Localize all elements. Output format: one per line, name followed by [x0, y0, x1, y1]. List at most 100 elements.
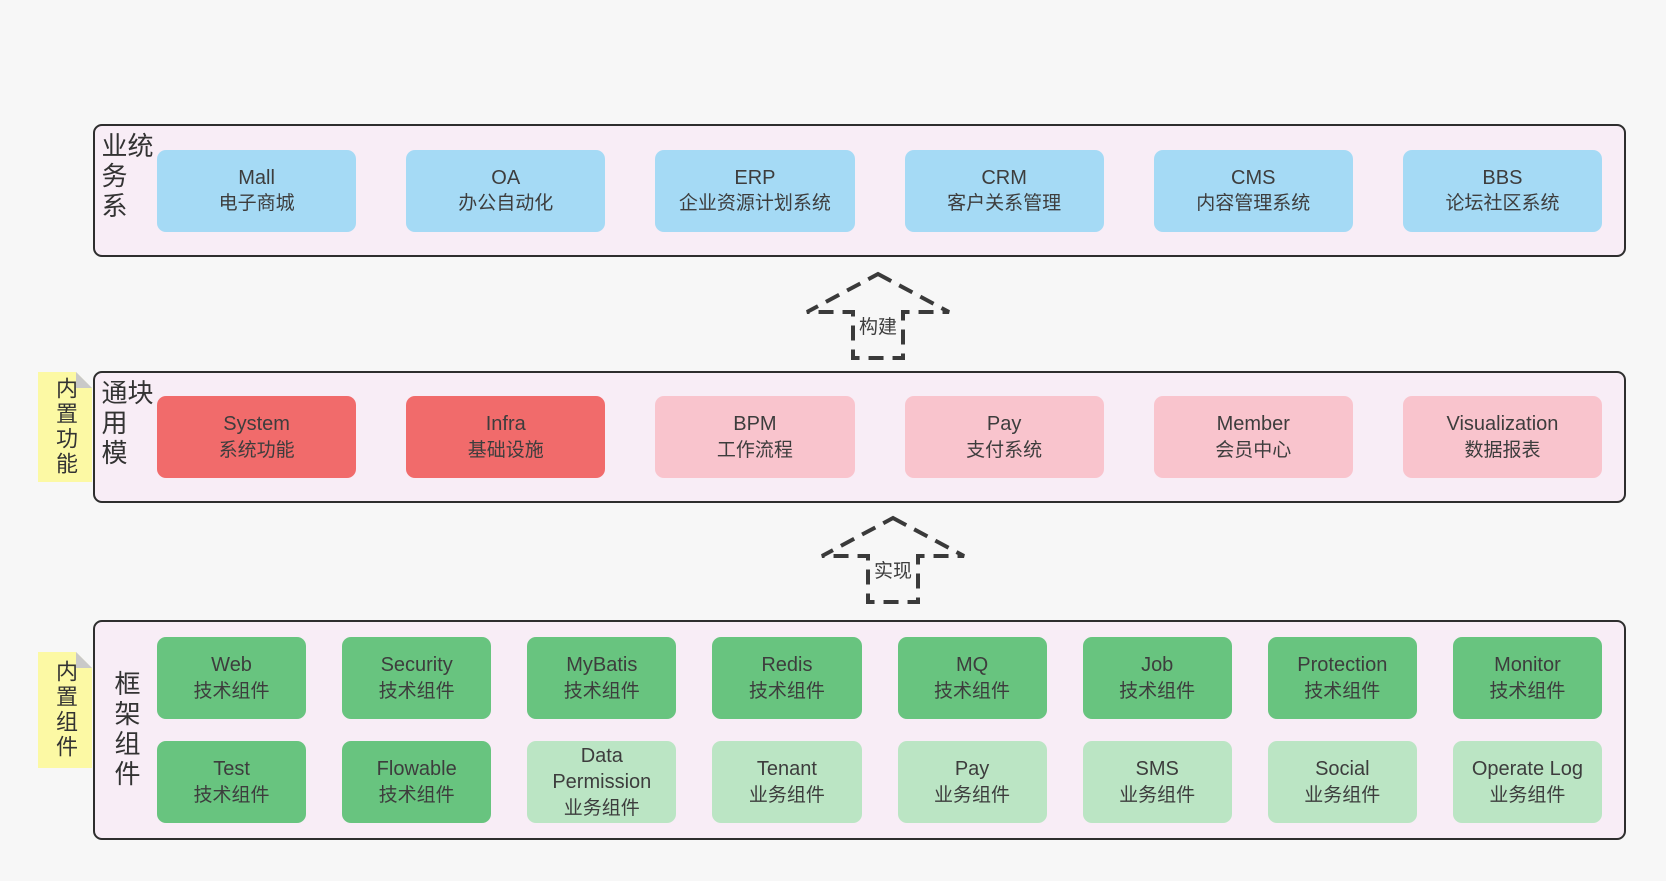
panel-common-modules: 通用模块 System 系统功能 Infra 基础设施 BPM 工作流程 Pay…: [93, 371, 1626, 503]
box-subtitle: 技术组件: [378, 784, 455, 806]
box-subtitle: 技术组件: [378, 680, 455, 702]
box-title: Pay: [954, 758, 990, 781]
box-title: Protection: [1297, 654, 1388, 677]
dashed-up-arrow-implement-icon: 实现: [818, 514, 968, 606]
box-subtitle: 技术组件: [934, 680, 1011, 702]
box-title: MyBatis: [566, 654, 638, 677]
box-sms: SMS 业务组件: [1082, 741, 1232, 823]
box-data-permission: Data Permission 业务组件: [527, 741, 677, 823]
box-cms: CMS 内容管理系统: [1153, 149, 1353, 232]
box-mq: MQ 技术组件: [897, 637, 1047, 719]
box-subtitle: 企业资源计划系统: [678, 193, 831, 215]
box-pay-component: Pay 业务组件: [897, 741, 1047, 823]
box-social: Social 业务组件: [1267, 741, 1417, 823]
panel-framework-components: 框架组件 Web 技术组件 Security 技术组件 MyBatis 技术组件…: [93, 620, 1626, 840]
box-title: System: [223, 413, 290, 436]
box-subtitle: 技术组件: [1489, 680, 1566, 702]
box-title: MQ: [955, 654, 989, 677]
sticky-tab-built-in-features: 内置功能: [38, 372, 92, 482]
folded-corner-icon: [76, 372, 92, 388]
box-title: Mall: [238, 166, 275, 189]
box-title: CRM: [981, 166, 1027, 189]
box-title: BPM: [733, 413, 777, 436]
box-title: Operate Log: [1471, 758, 1584, 781]
folded-corner-icon: [76, 652, 92, 668]
panel-business-systems: 业务系统 Mall 电子商城 OA 办公自动化 ERP 企业资源计划系统 CRM…: [93, 124, 1626, 257]
box-subtitle: 工作流程: [716, 439, 793, 461]
box-title: ERP: [734, 166, 776, 189]
module-boxes: System 系统功能 Infra 基础设施 BPM 工作流程 Pay 支付系统…: [157, 373, 1624, 501]
box-title: Monitor: [1494, 654, 1561, 677]
box-subtitle: 办公自动化: [458, 193, 554, 215]
component-row-technical: Web 技术组件 Security 技术组件 MyBatis 技术组件 Redi…: [157, 637, 1602, 719]
box-subtitle: 技术组件: [193, 784, 270, 806]
tab-label: 内置功能: [53, 377, 78, 477]
box-web: Web 技术组件: [157, 637, 307, 719]
box-title: SMS: [1135, 758, 1179, 781]
box-subtitle: 基础设施: [467, 439, 544, 461]
box-monitor: Monitor 技术组件: [1452, 637, 1602, 719]
box-title: Visualization: [1446, 413, 1559, 436]
box-subtitle: 技术组件: [1304, 680, 1381, 702]
box-job: Job 技术组件: [1082, 637, 1232, 719]
component-rows: Web 技术组件 Security 技术组件 MyBatis 技术组件 Redi…: [157, 622, 1624, 838]
box-oa: OA 办公自动化: [406, 149, 606, 232]
box-visualization: Visualization 数据报表: [1402, 396, 1603, 478]
box-title: BBS: [1482, 166, 1523, 189]
box-title: Infra: [485, 413, 526, 436]
box-subtitle: 会员中心: [1215, 439, 1292, 461]
box-mall: Mall 电子商城: [157, 149, 357, 232]
box-subtitle: 论坛社区系统: [1445, 193, 1560, 215]
box-subtitle: 数据报表: [1464, 439, 1541, 461]
box-subtitle: 业务组件: [1119, 784, 1196, 806]
component-row-business: Test 技术组件 Flowable 技术组件 Data Permission …: [157, 741, 1602, 823]
box-title: Data Permission: [552, 745, 652, 794]
arrow-outline-icon: [806, 271, 950, 360]
tab-label: 内置组件: [53, 660, 78, 760]
sticky-tab-built-in-components: 内置组件: [38, 652, 92, 768]
box-title: Pay: [986, 413, 1022, 436]
box-subtitle: 技术组件: [748, 680, 825, 702]
box-pay: Pay 支付系统: [904, 396, 1104, 478]
box-subtitle: 业务组件: [563, 797, 640, 819]
box-flowable: Flowable 技术组件: [342, 741, 492, 823]
box-tenant: Tenant 业务组件: [712, 741, 862, 823]
box-subtitle: 技术组件: [193, 680, 270, 702]
box-subtitle: 业务组件: [934, 784, 1011, 806]
box-title: OA: [491, 166, 521, 189]
box-subtitle: 系统功能: [218, 439, 295, 461]
box-crm: CRM 客户关系管理: [904, 149, 1104, 232]
box-title: Member: [1216, 413, 1290, 436]
box-title: Security: [380, 654, 453, 677]
box-title: Test: [213, 758, 250, 781]
arrow-outline-icon: [821, 515, 965, 604]
box-title: Flowable: [376, 758, 457, 781]
box-bpm: BPM 工作流程: [655, 396, 855, 478]
box-system: System 系统功能: [157, 396, 357, 478]
box-subtitle: 技术组件: [563, 680, 640, 702]
box-security: Security 技术组件: [342, 637, 492, 719]
box-infra: Infra 基础设施: [406, 396, 606, 478]
box-title: Job: [1141, 654, 1174, 677]
box-mybatis: MyBatis 技术组件: [527, 637, 677, 719]
box-protection: Protection 技术组件: [1267, 637, 1417, 719]
dashed-up-arrow-build-icon: 构建: [803, 270, 953, 362]
box-subtitle: 客户关系管理: [947, 193, 1062, 215]
box-erp: ERP 企业资源计划系统: [655, 149, 855, 232]
box-subtitle: 技术组件: [1119, 680, 1196, 702]
box-subtitle: 业务组件: [1489, 784, 1566, 806]
panel-components-label: 框架组件: [111, 670, 141, 790]
panel-business-label: 业务系统: [98, 132, 154, 222]
arrow-build-label: 构建: [855, 312, 901, 339]
box-redis: Redis 技术组件: [712, 637, 862, 719]
arrow-implement-label: 实现: [870, 556, 916, 583]
box-title: Redis: [761, 654, 813, 677]
business-boxes: Mall 电子商城 OA 办公自动化 ERP 企业资源计划系统 CRM 客户关系…: [157, 126, 1624, 255]
box-title: CMS: [1231, 166, 1276, 189]
box-title: Web: [211, 654, 252, 677]
box-subtitle: 内容管理系统: [1196, 193, 1311, 215]
box-subtitle: 业务组件: [748, 784, 825, 806]
panel-modules-label: 通用模块: [98, 379, 154, 469]
box-subtitle: 电子商城: [218, 193, 295, 215]
